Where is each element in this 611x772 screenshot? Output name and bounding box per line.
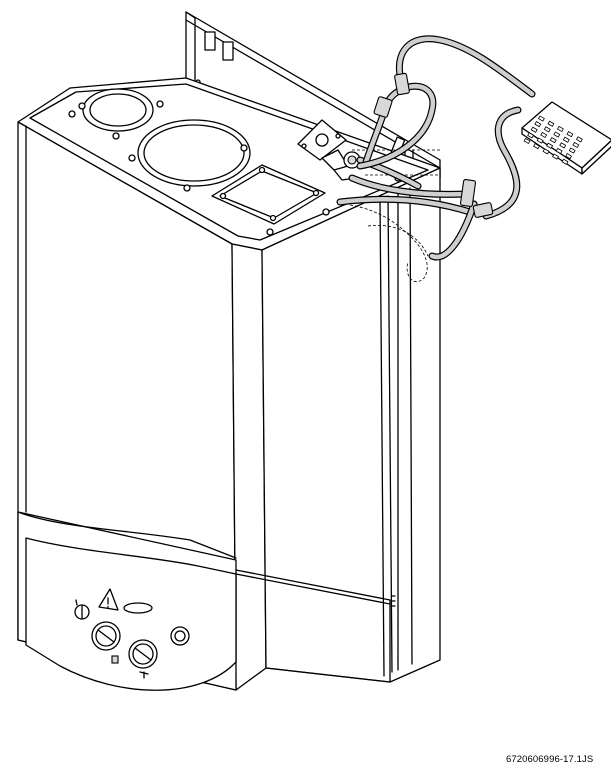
keypad-key <box>552 153 559 160</box>
control-panel <box>17 511 391 691</box>
keypad-key <box>553 131 561 138</box>
top-cover-plate <box>211 164 326 225</box>
figure-code: 6720606996-17.1JS <box>506 754 594 765</box>
keypad-key <box>523 137 531 145</box>
keypad-key <box>562 136 570 143</box>
radiator-symbol-icon <box>111 655 119 664</box>
service-keypad <box>521 101 611 175</box>
keypad-key <box>565 153 573 160</box>
air-intake-opening <box>82 88 154 132</box>
casing-top <box>17 77 441 251</box>
connection-cables <box>336 35 536 261</box>
keypad-key <box>534 121 542 128</box>
tap-symbol-icon <box>139 671 149 679</box>
keypad-key <box>575 136 583 143</box>
keypad-key <box>555 147 563 155</box>
keypad-keys <box>523 115 583 165</box>
keypad-key <box>568 147 576 154</box>
diagnostic-socket <box>297 119 406 181</box>
cable-connectors <box>373 72 494 218</box>
keypad-key <box>530 126 538 133</box>
brand-badge <box>123 602 153 614</box>
hot-water-temperature-knob[interactable] <box>128 639 158 669</box>
keypad-key <box>543 126 551 133</box>
heating-temperature-knob[interactable] <box>91 621 121 651</box>
keypad-key <box>546 142 554 149</box>
keypad-key <box>537 115 545 122</box>
keypad-key <box>561 158 569 165</box>
keypad-key <box>566 131 574 138</box>
keypad-key <box>556 125 564 133</box>
keypad-key <box>536 137 544 144</box>
frame-slot <box>204 31 216 51</box>
keypad-key <box>533 143 540 150</box>
keypad-key <box>572 141 580 149</box>
switch-indicator <box>75 599 78 606</box>
frame-slot <box>222 41 234 61</box>
pressure-gauge <box>170 626 190 646</box>
keypad-key <box>527 132 535 139</box>
flue-outlet-opening <box>137 119 251 187</box>
main-switch-knob[interactable] <box>74 604 90 620</box>
keypad-key <box>559 142 567 149</box>
keypad-key <box>547 120 555 127</box>
keypad-key <box>540 131 548 139</box>
keypad-key <box>542 148 550 155</box>
keypad-key <box>549 137 557 144</box>
